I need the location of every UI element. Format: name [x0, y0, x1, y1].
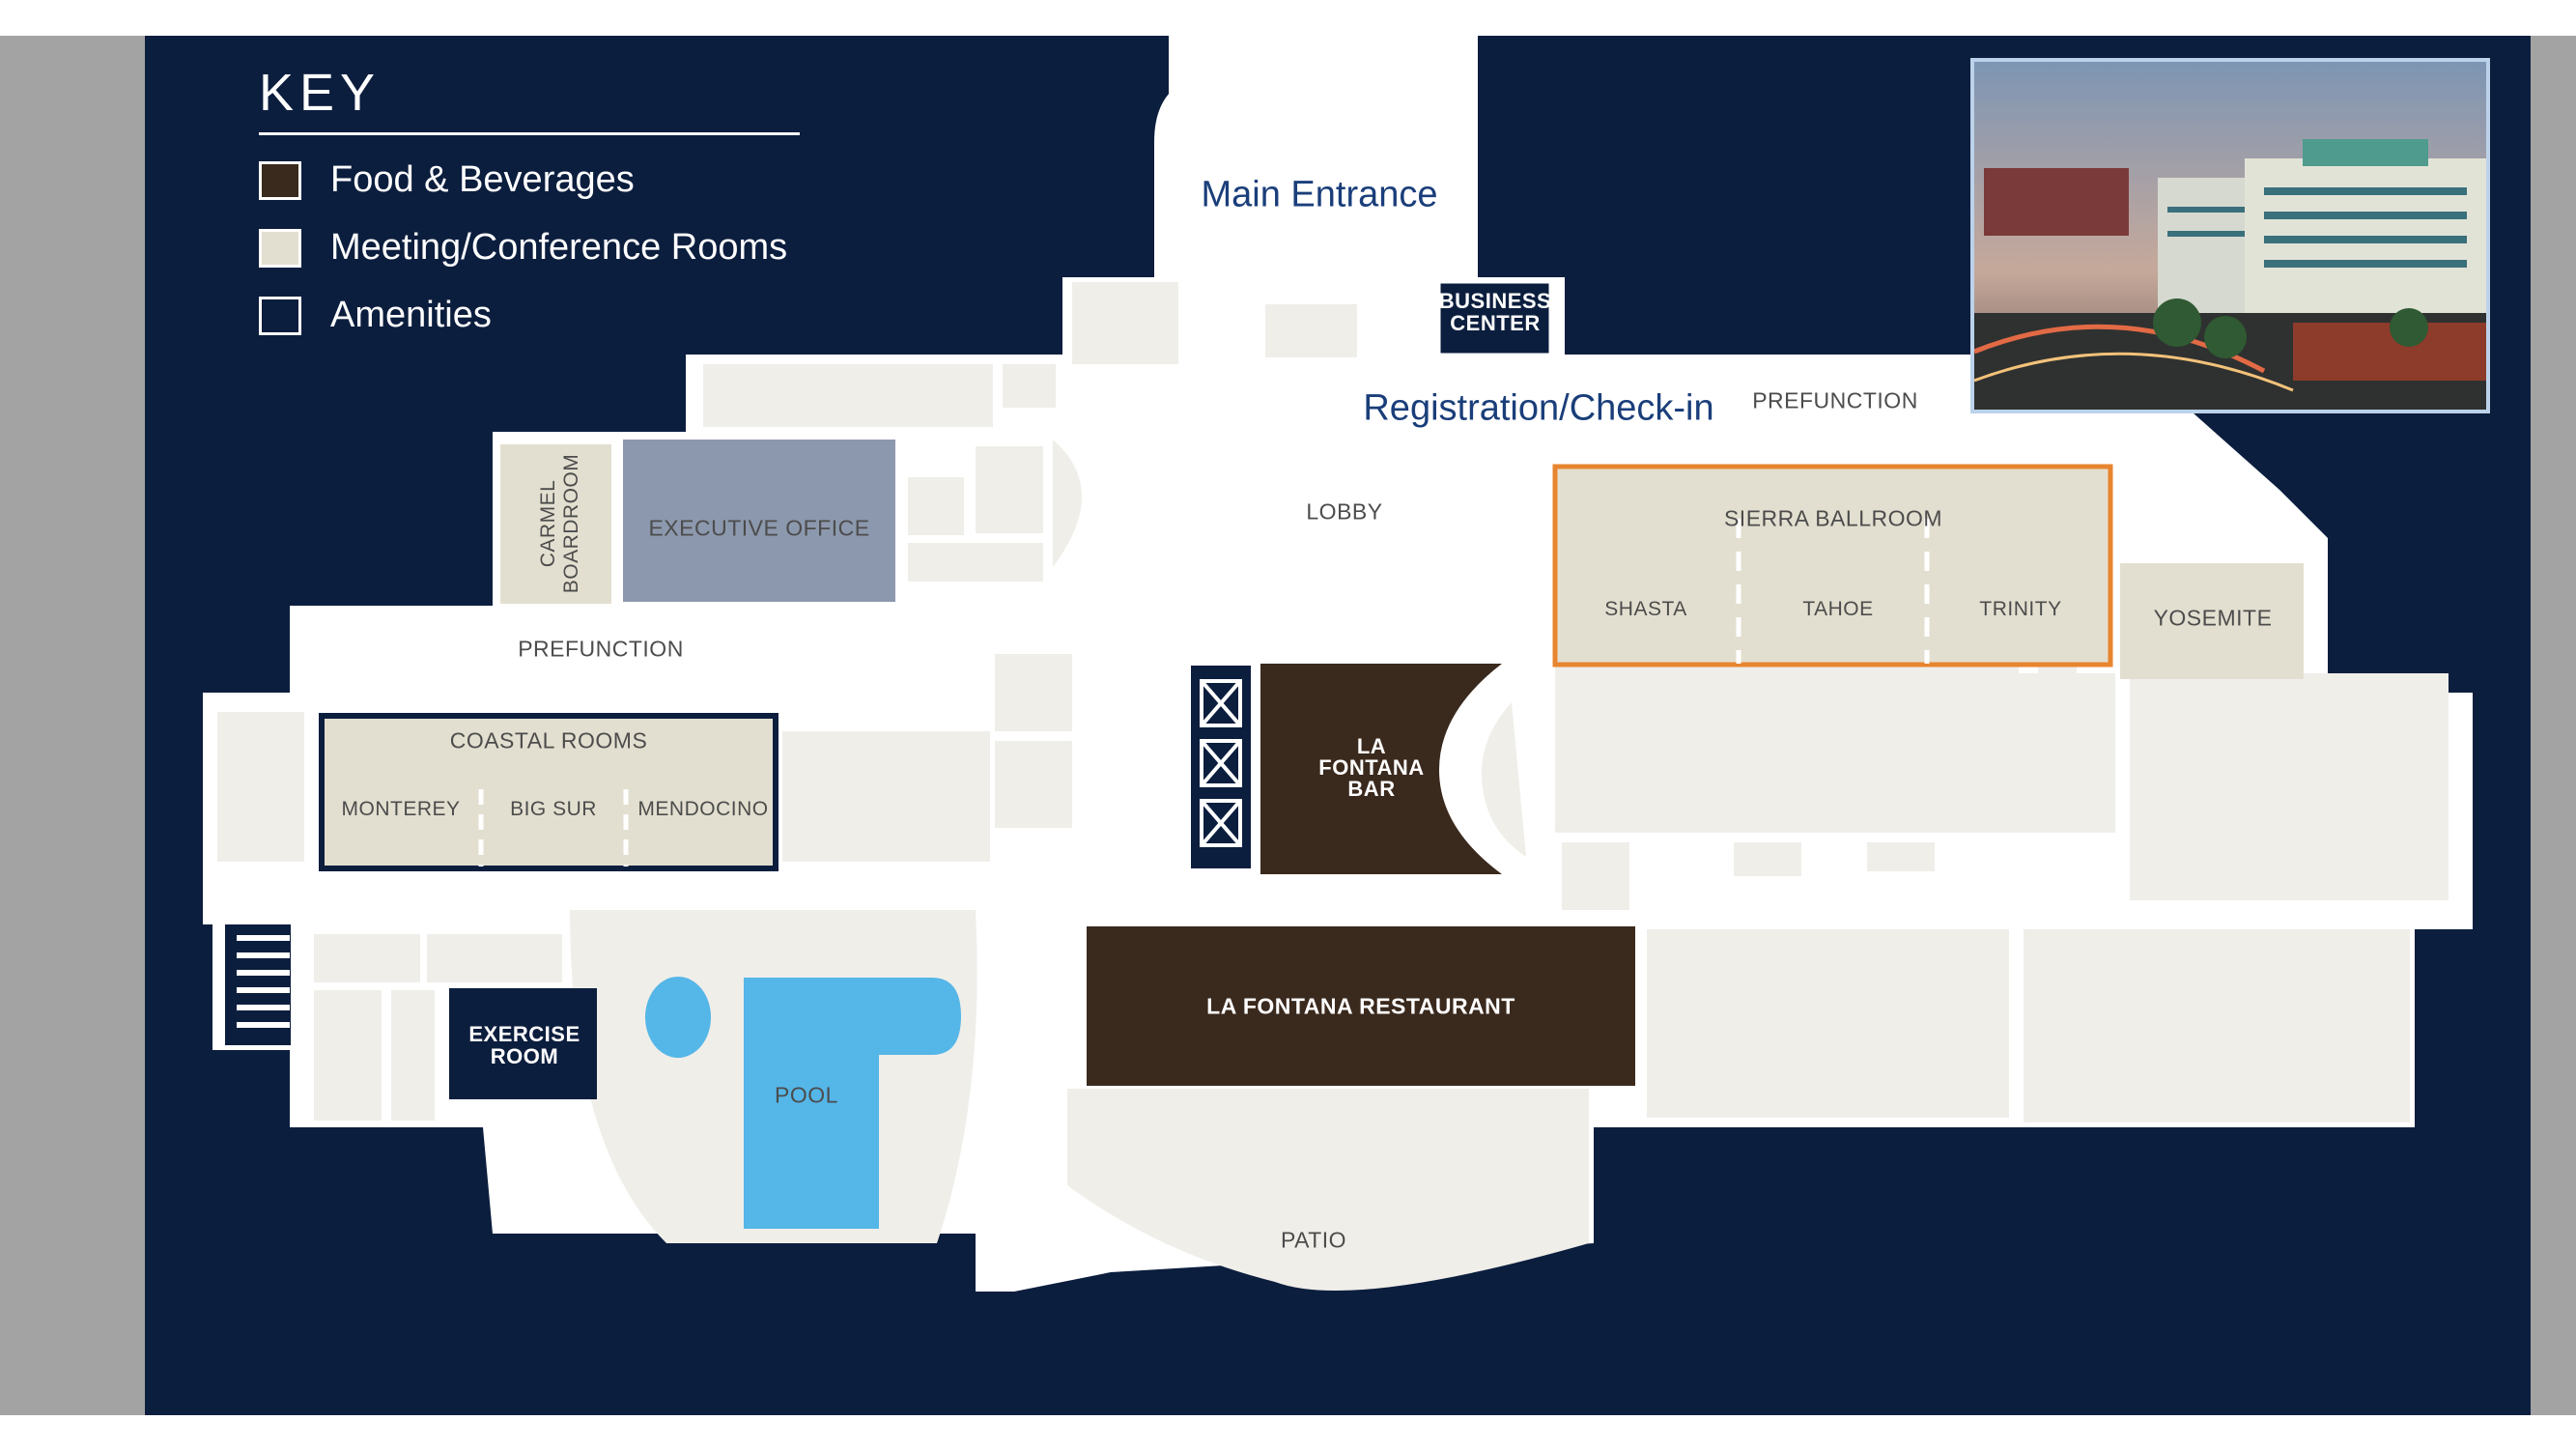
business-center-room[interactable] — [1437, 280, 1552, 356]
monterey-label: MONTEREY — [341, 798, 461, 820]
hot-tub — [645, 977, 711, 1058]
carmel-boardroom-room[interactable] — [500, 444, 611, 604]
left-margin — [0, 36, 145, 1415]
big-sur-label: BIG SUR — [510, 798, 597, 820]
elevator-icon — [1200, 679, 1242, 847]
room-block — [703, 364, 993, 427]
floor-plan-map: KEY Food & Beverages Meeting/Conference … — [145, 36, 2531, 1415]
room-block — [995, 741, 1072, 828]
legend-meeting-rooms: Meeting/Conference Rooms — [259, 227, 787, 269]
room-block — [1562, 842, 1629, 910]
floor-plan-svg — [203, 36, 2473, 1292]
entrance-arch — [1154, 74, 1478, 277]
yosemite-label: YOSEMITE — [2153, 605, 2273, 631]
patio-area — [1067, 1089, 1589, 1291]
room-block — [427, 934, 562, 982]
legend-label: Food & Beverages — [330, 159, 635, 200]
executive-office-label: EXECUTIVE OFFICE — [648, 515, 870, 541]
prefunction-left-label: PREFUNCTION — [518, 636, 684, 662]
room-block — [995, 654, 1072, 731]
stairs-icon — [225, 924, 291, 1045]
executive-office-room[interactable] — [623, 440, 895, 602]
tahoe-label: TAHOE — [1802, 598, 1874, 620]
main-entrance-label: Main Entrance — [1201, 174, 1438, 215]
room-block — [1734, 842, 1801, 876]
la-fontana-restaurant-room[interactable] — [1087, 926, 1635, 1086]
room-block — [908, 477, 964, 535]
yosemite-room[interactable] — [2120, 563, 2304, 679]
legend-food-beverages: Food & Beverages — [259, 159, 635, 201]
carmel-boardroom-label-2: BOARDROOM — [560, 453, 582, 594]
business-center-label-2: CENTER — [1450, 311, 1541, 335]
patio-label: PATIO — [1280, 1227, 1347, 1253]
legend-label: Meeting/Conference Rooms — [330, 227, 788, 268]
bar-label-2: FONTANA — [1318, 755, 1425, 780]
room-block — [391, 990, 435, 1121]
pool-label: POOL — [775, 1082, 838, 1108]
elevator-bank — [1191, 666, 1251, 868]
coastal-rooms-label: COASTAL ROOMS — [449, 727, 648, 753]
lobby-label: LOBBY — [1306, 498, 1383, 525]
room-block — [1867, 842, 1935, 871]
sierra-ballroom-label: SIERRA BALLROOM — [1723, 505, 1943, 531]
room-block — [1003, 364, 1056, 408]
business-center-label-1: BUSINESS — [1438, 289, 1552, 313]
room-block — [782, 731, 990, 862]
room-block — [908, 543, 1043, 582]
prefunction-top-label: PREFUNCTION — [1752, 387, 1918, 413]
meeting-swatch — [259, 228, 301, 268]
hotel-photo — [1970, 58, 2490, 413]
key-title: KEY — [259, 64, 382, 122]
room-block — [1072, 282, 1178, 364]
sierra-ballroom-room[interactable] — [1552, 464, 2113, 668]
room-block — [2024, 929, 2410, 1122]
pool[interactable] — [744, 978, 961, 1229]
registration-label: Registration/Check-in — [1363, 387, 1714, 429]
restaurant-label: LA FONTANA RESTAURANT — [1206, 993, 1515, 1019]
legend-label: Amenities — [330, 295, 492, 335]
legend-amenities: Amenities — [259, 295, 492, 336]
exercise-room-label-1: EXERCISE — [468, 1022, 580, 1046]
carmel-boardroom-label-1: CARMEL — [537, 479, 559, 568]
bar-label-1: LA — [1356, 734, 1387, 758]
room-block — [314, 990, 382, 1121]
trinity-label: TRINITY — [1979, 598, 2062, 620]
mendocino-label: MENDOCINO — [637, 798, 769, 820]
exercise-room[interactable] — [449, 988, 597, 1099]
room-block — [976, 446, 1043, 533]
floor-title: MAIN LEVEL — [1229, 36, 1412, 66]
room-block — [1647, 929, 2009, 1118]
bar-curve — [1481, 702, 1526, 857]
food-swatch — [259, 160, 301, 200]
shasta-label: SHASTA — [1604, 598, 1687, 620]
room-block — [1053, 440, 1082, 567]
amenities-swatch — [259, 296, 301, 335]
la-fontana-bar-room[interactable] — [1260, 664, 1502, 874]
room-block — [1265, 304, 1357, 357]
key-divider — [259, 132, 800, 135]
room-block — [1869, 673, 2115, 833]
room-block — [217, 712, 304, 862]
room-block — [314, 934, 420, 982]
right-margin — [2531, 36, 2576, 1415]
bar-label-3: BAR — [1347, 777, 1396, 801]
exercise-room-label-2: ROOM — [490, 1044, 559, 1068]
coastal-rooms-room[interactable] — [319, 713, 778, 871]
room-block — [2130, 673, 2449, 900]
